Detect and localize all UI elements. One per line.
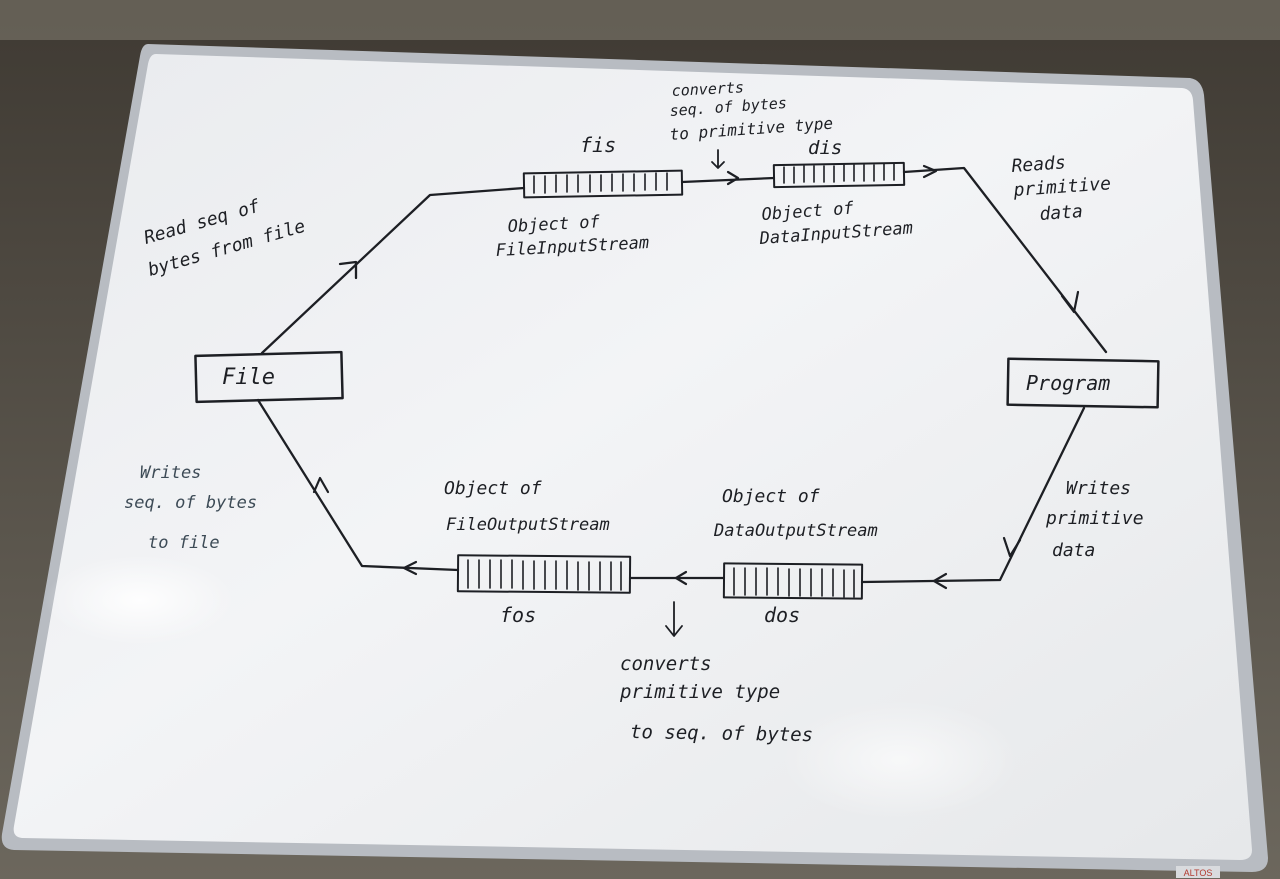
wall-shelf bbox=[0, 0, 1280, 40]
arrowhead-fis-to-dis bbox=[726, 170, 740, 186]
file-box bbox=[194, 350, 344, 404]
bottom-converts-1: converts bbox=[620, 653, 712, 675]
brand-text: ALTOS bbox=[1184, 868, 1213, 878]
arrowhead-dos-to-fos bbox=[674, 570, 688, 586]
edge-program-to-dos bbox=[860, 406, 1086, 584]
dos-caption-2: DataOutputStream bbox=[713, 521, 878, 541]
dos-stream bbox=[722, 562, 864, 600]
writes-primitive-2: primitive bbox=[1045, 508, 1144, 529]
brand-sticker bbox=[1176, 866, 1220, 878]
fis-caption-1: Object of bbox=[507, 212, 601, 237]
fis-label: fis bbox=[580, 133, 616, 157]
arrowhead-to-file bbox=[312, 476, 330, 494]
arrowhead-program-down bbox=[1002, 536, 1022, 558]
edge-fis-to-dis bbox=[680, 176, 776, 184]
fos-label: fos bbox=[500, 603, 536, 627]
dis-stream bbox=[772, 161, 906, 189]
board-surface bbox=[13, 54, 1253, 860]
top-converts-1: converts bbox=[671, 78, 744, 100]
writes-seq-2: seq. of bytes bbox=[124, 493, 257, 513]
fos-caption-1: Object of bbox=[444, 478, 542, 499]
writes-primitive-1: Writes bbox=[1066, 478, 1131, 499]
edge-file-to-fis bbox=[260, 186, 526, 355]
reads-label-1: Reads bbox=[1011, 152, 1067, 177]
program-box bbox=[1006, 357, 1160, 409]
converts-top-arrow bbox=[711, 149, 725, 169]
arrowhead-to-dos bbox=[932, 572, 948, 590]
writes-seq-1: Writes bbox=[140, 463, 201, 483]
writes-seq-3: to file bbox=[148, 533, 220, 553]
arrowhead-file-to-fis bbox=[338, 260, 358, 280]
bottom-converts-2: primitive type bbox=[619, 681, 780, 703]
file-label: File bbox=[222, 365, 275, 390]
arrowhead-dis-out bbox=[922, 164, 938, 179]
dis-label: dis bbox=[808, 137, 842, 159]
glare-bottom bbox=[780, 700, 1020, 820]
bottom-converts-3: to seq. of bytes bbox=[630, 721, 813, 746]
dos-label: dos bbox=[764, 603, 800, 627]
reads-label-3: data bbox=[1039, 201, 1084, 225]
edge-fos-to-file bbox=[256, 398, 460, 572]
writes-primitive-3: data bbox=[1052, 540, 1095, 561]
glare-left bbox=[45, 555, 235, 645]
program-label: Program bbox=[1026, 371, 1110, 395]
fos-caption-2: FileOutputStream bbox=[446, 515, 610, 535]
arrowhead-to-program bbox=[1060, 290, 1080, 314]
converts-bottom-arrow bbox=[665, 601, 683, 637]
edge-dis-to-program bbox=[902, 166, 1108, 354]
fos-stream bbox=[456, 554, 632, 594]
arrowhead-fos-out bbox=[402, 560, 418, 576]
dos-caption-1: Object of bbox=[722, 486, 820, 507]
